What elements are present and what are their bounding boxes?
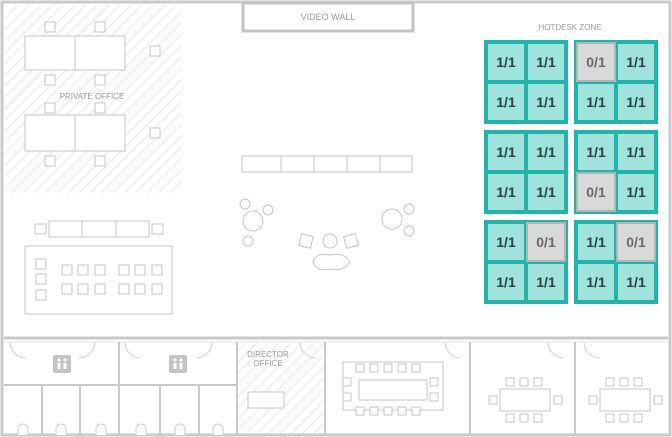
hotdesk-seat-available[interactable]	[486, 222, 526, 262]
hotdesk-seat-occupied[interactable]	[576, 42, 616, 82]
hotdesk-seat-available[interactable]	[576, 82, 616, 122]
hotdesk-seat-occupied[interactable]	[576, 172, 616, 212]
hotdesk-seat-available[interactable]	[526, 82, 566, 122]
hotdesk-zone: 1/1 1/1 1/1 1/1 0/1 1/1 1/1 1/1 1/1 1/1 1/1 1/1 1/1 1…	[484, 40, 658, 304]
director-office-label-1: DIRECTOR	[247, 350, 289, 359]
video-wall-label: VIDEO WALL	[301, 12, 356, 22]
meeting-table-left	[24, 220, 173, 315]
hotdesk-seat-label: 1/1	[496, 54, 516, 70]
director-office-label-2: OFFICE	[253, 359, 282, 368]
hotdesk-seat-available[interactable]	[486, 262, 526, 302]
hotdesk-seat-label: 1/1	[626, 54, 646, 70]
hotdesk-seat-available[interactable]	[616, 262, 656, 302]
hotdesk-seat-label: 1/1	[586, 94, 606, 110]
hotdesk-seat-label: 0/1	[536, 234, 556, 250]
hotdesk-seat-label: 1/1	[626, 94, 646, 110]
video-wall	[241, 1, 415, 33]
hotdesk-seat-available[interactable]	[486, 132, 526, 172]
hotdesk-zone-label: HOTDESK ZONE	[538, 23, 601, 32]
hotdesk-seat-label: 1/1	[626, 274, 646, 290]
hotdesk-seat-label: 1/1	[586, 144, 606, 160]
hotdesk-seat-available[interactable]	[526, 172, 566, 212]
restroom-icon	[169, 355, 187, 373]
hotdesk-seat-label: 1/1	[496, 274, 516, 290]
private-office-desks	[24, 21, 161, 167]
director-office-area[interactable]	[238, 343, 324, 435]
lounge-furniture	[239, 155, 415, 271]
restroom-icon	[53, 355, 71, 373]
hotdesk-seat-available[interactable]	[576, 222, 616, 262]
hotdesk-seat-available[interactable]	[526, 132, 566, 172]
hotdesk-seat-label: 1/1	[496, 234, 516, 250]
hotdesk-seat-available[interactable]	[616, 132, 656, 172]
hotdesk-seat-label: 1/1	[586, 274, 606, 290]
hotdesk-seat-label: 1/1	[536, 54, 556, 70]
hotdesk-seat-available[interactable]	[576, 262, 616, 302]
hotdesk-seat-label: 0/1	[586, 54, 606, 70]
hotdesk-seat-label: 1/1	[496, 184, 516, 200]
toilet-fixtures	[17, 423, 224, 435]
hotdesk-seat-label: 1/1	[626, 144, 646, 160]
hotdesk-seat-available[interactable]	[576, 132, 616, 172]
hotdesk-seat-occupied[interactable]	[526, 222, 566, 262]
hotdesk-seat-label: 1/1	[536, 94, 556, 110]
hotdesk-seat-label: 1/1	[536, 144, 556, 160]
hotdesk-seat-available[interactable]	[486, 82, 526, 122]
hotdesk-seat-label: 0/1	[586, 184, 606, 200]
private-office-label: PRIVATE OFFICE	[60, 92, 125, 101]
bottom-rooms	[4, 342, 576, 435]
hotdesk-seat-available[interactable]	[486, 172, 526, 212]
hotdesk-seat-available[interactable]	[616, 82, 656, 122]
hotdesk-seat-label: 0/1	[626, 234, 646, 250]
hotdesk-seat-available[interactable]	[616, 42, 656, 82]
meeting-room-small	[588, 377, 663, 423]
hotdesk-seat-available[interactable]	[486, 42, 526, 82]
hotdesk-seat-label: 1/1	[586, 234, 606, 250]
hotdesk-seat-available[interactable]	[526, 262, 566, 302]
hotdesk-seat-available[interactable]	[616, 172, 656, 212]
meeting-room-large	[342, 361, 444, 416]
hotdesk-seat-label: 1/1	[536, 274, 556, 290]
hotdesk-seat-occupied[interactable]	[616, 222, 656, 262]
hotdesk-seat-available[interactable]	[526, 42, 566, 82]
hotdesk-seat-label: 1/1	[496, 94, 516, 110]
hotdesk-seat-label: 1/1	[626, 184, 646, 200]
hotdesk-seat-label: 1/1	[536, 184, 556, 200]
hotdesk-seat-label: 1/1	[496, 144, 516, 160]
meeting-room-medium	[488, 377, 563, 423]
